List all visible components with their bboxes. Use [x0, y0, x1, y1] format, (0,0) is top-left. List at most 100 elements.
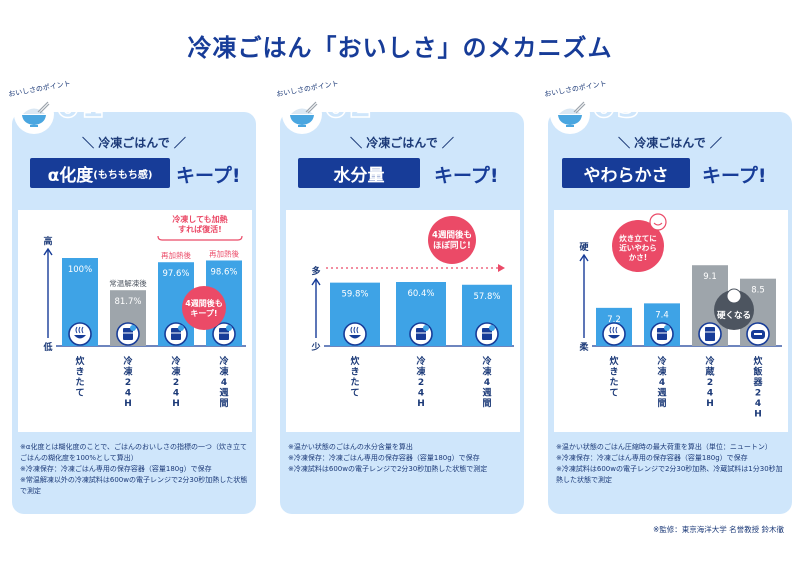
freezer-icon: [664, 325, 670, 331]
x-tick-label: 冷: [123, 355, 132, 367]
point-badge: おいしさのポイント 01: [8, 80, 105, 134]
page-title: 冷凍ごはん「おいしさ」のメカニズム: [187, 34, 613, 62]
bracket-line: [157, 235, 243, 241]
bracket-callout-text: 冷凍しても加熱: [172, 214, 227, 224]
x-tick-label: 器: [752, 377, 763, 388]
x-tick-label: 凍: [482, 366, 492, 378]
smile-face-icon: [649, 213, 667, 231]
x-tick-label: 冷: [416, 355, 425, 367]
y-axis-top-label: 硬: [579, 242, 589, 253]
point-badge: おいしさのポイント 03: [544, 80, 641, 134]
steam-rice-icon: [75, 326, 78, 334]
panel-subtitle: ＼ 冷凍ごはんで ／: [618, 136, 722, 150]
callout-bubble: [428, 216, 476, 264]
bar-value-label: 97.6%: [162, 269, 189, 279]
x-tick-label: 蔵: [705, 366, 714, 378]
x-tick-label: 凍: [171, 366, 181, 378]
x-tick-label: 間: [482, 398, 491, 409]
steam-rice-icon: [349, 335, 361, 339]
callout-bubble: [612, 220, 664, 272]
bar-value-label: 57.8%: [473, 292, 500, 302]
rice-bowl-icon: [282, 94, 322, 134]
callout-text: キープ!: [190, 308, 217, 318]
bar-value-label: 59.8%: [341, 290, 368, 300]
x-tick-label: 炊: [350, 355, 360, 367]
headline-text: やわらかさ: [583, 165, 669, 186]
headline-small: (もちもち感): [93, 169, 153, 181]
note: ※冷凍試料は600wの電子レンジで2分30秒加熱、冷蔵試料は1分30秒加熱した状…: [556, 465, 783, 484]
freezer-icon: [171, 328, 181, 340]
x-tick-label: 炊: [75, 355, 85, 367]
chart-moisture: 多少59.8%炊きたて60.4%冷凍24H57.8%冷凍4週間4週間後もほぼ同じ…: [310, 216, 514, 409]
x-tick-label: 2: [755, 389, 761, 399]
steam-rice-icon: [81, 326, 84, 334]
y-axis-top-label: 多: [311, 265, 320, 277]
x-tick-label: 2: [125, 378, 131, 388]
badge-number: 03: [591, 85, 642, 127]
note: ※α化度とは糊化度のことで、ごはんのおいしさの指標の一つ（炊き立てごはんの糊化度…: [20, 443, 247, 462]
rice-bowl-icon: [550, 94, 590, 134]
frown-face-icon: [726, 288, 742, 304]
freezer-icon: [178, 325, 184, 331]
headline-text: α化度: [47, 165, 94, 186]
bar-tag: 再加熱後: [161, 250, 191, 260]
freezer-icon: [482, 328, 492, 340]
freezer-icon: [657, 328, 667, 340]
rice-cooker-icon: [754, 333, 762, 335]
x-tick-label: 冷: [482, 355, 491, 367]
note: ※冷凍保存：冷凍ごはん専用の保存容器（容量180g）で保存: [20, 465, 212, 473]
x-tick-label: た: [75, 377, 84, 388]
callout-text: かさ!: [629, 253, 647, 262]
badge-number: 01: [55, 85, 106, 127]
freezer-icon: [423, 325, 429, 331]
note: ※冷凍保存：冷凍ごはん専用の保存容器（容量180g）で保存: [288, 454, 480, 462]
steam-rice-icon: [609, 326, 612, 334]
y-axis-top-label: 高: [43, 235, 52, 247]
x-tick-label: 週: [482, 388, 492, 399]
gray-callout-text: 硬くなる: [717, 310, 751, 321]
x-tick-label: 4: [484, 378, 490, 388]
panel-subtitle: ＼ 冷凍ごはんで ／: [82, 136, 186, 150]
x-tick-label: 凍: [657, 366, 667, 378]
chart-softness: 硬柔7.2炊きたて7.4冷凍4週間9.1冷蔵24H8.5炊飯器24H炊き立てに近…: [578, 213, 782, 420]
x-tick-label: 凍: [123, 366, 133, 378]
x-tick-label: き: [350, 367, 359, 378]
steam-rice-icon: [615, 326, 618, 334]
bar-value-label: 9.1: [703, 272, 717, 282]
y-axis-bottom-label: 柔: [578, 342, 589, 353]
bar-value-label: 60.4%: [407, 289, 434, 299]
x-tick-label: H: [172, 399, 180, 409]
freezer-icon: [489, 325, 495, 331]
bar-value-label: 7.4: [655, 310, 669, 320]
x-tick-label: 4: [707, 389, 713, 399]
x-tick-label: 炊: [609, 355, 619, 367]
x-tick-label: 週: [219, 388, 229, 399]
headline-box: α化度(もちもち感): [30, 158, 170, 188]
headline-text: 水分量: [333, 165, 385, 186]
x-tick-label: H: [706, 399, 714, 409]
steam-rice-icon: [68, 322, 92, 346]
steam-rice-icon: [356, 326, 359, 334]
x-tick-label: 間: [657, 398, 666, 409]
keep-text: キープ!: [702, 165, 767, 187]
steam-rice-icon: [350, 326, 353, 334]
y-axis-bottom-label: 少: [310, 341, 320, 353]
badge-number: 02: [323, 85, 374, 127]
x-tick-label: た: [609, 377, 618, 388]
notes: ※温かい状態のごはんの水分含量を算出 ※冷凍保存：冷凍ごはん専用の保存容器（容量…: [288, 442, 516, 475]
x-tick-label: 冷: [705, 355, 714, 367]
bracket-callout-text: すれば復活!: [178, 224, 222, 234]
x-tick-label: H: [754, 410, 762, 420]
x-tick-label: 4: [221, 378, 227, 388]
steam-rice-icon: [78, 326, 81, 334]
x-tick-label: 2: [418, 378, 424, 388]
x-tick-label: H: [124, 399, 132, 409]
bar-value-label: 8.5: [751, 286, 765, 296]
bar-value-label: 100%: [68, 265, 92, 275]
rice-bowl-icon: [14, 94, 54, 134]
notes: ※温かい状態のごはん圧縮時の最大荷重を算出（単位：ニュートン） ※冷凍保存：冷凍…: [556, 442, 784, 486]
freezer-icon: [219, 328, 229, 340]
